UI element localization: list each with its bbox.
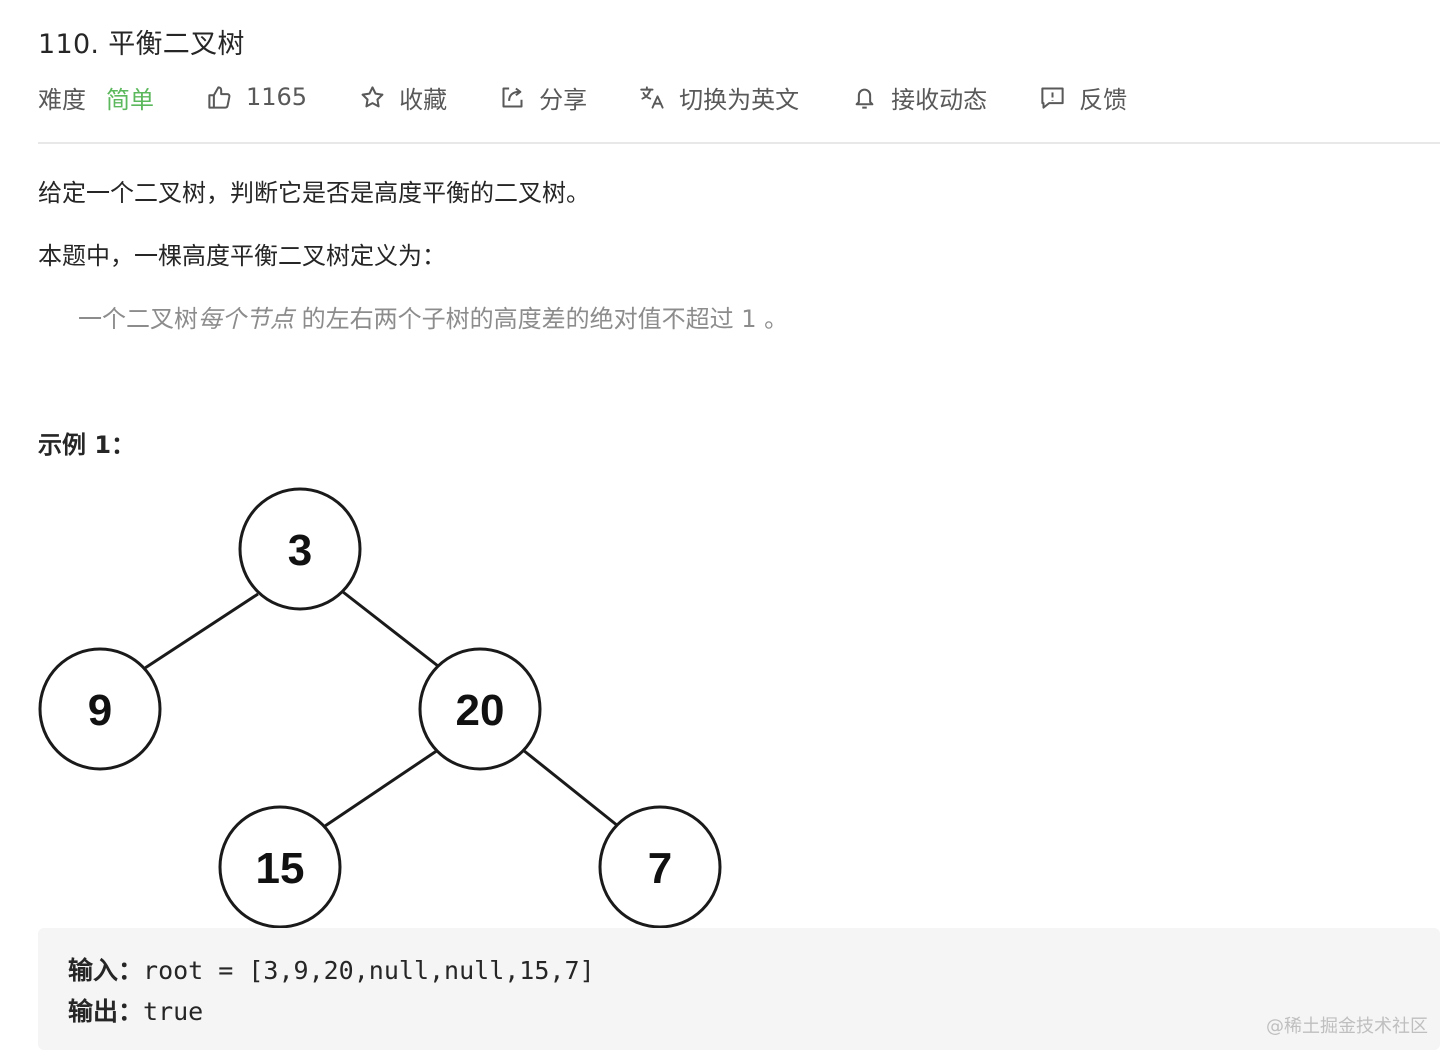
tree-node-label: 15 [256,844,305,893]
tree-node-15 [218,805,342,929]
feedback-label: 反馈 [1079,85,1128,114]
input-value: root = [3,9,20,null,null,15,7] [143,956,595,985]
quote-prefix: 一个二叉树 [78,305,198,333]
share-label: 分享 [539,85,588,114]
like-button[interactable]: 1165 [206,83,307,111]
bell-icon [855,88,874,109]
tree-node-label: 7 [648,844,672,893]
thumbs-up-icon [208,85,231,109]
favorite-button[interactable]: 收藏 [359,80,447,115]
feedback-button[interactable]: 反馈 [1039,80,1127,115]
tree-node-20 [418,647,542,771]
input-label: 输入： [68,956,144,985]
description-paragraph-2: 本题中，一棵高度平衡二叉树定义为： [38,242,446,270]
output-label: 输出： [68,997,144,1026]
tree-node-label: 3 [288,526,312,575]
share-icon [502,86,523,108]
edge-3-20 [342,590,439,668]
difficulty-label: 难度 [38,85,86,114]
meta-bar: 难度 简单 1165 收藏 分享 [38,78,1179,116]
tree-node-label: 9 [88,686,112,735]
tree-node-7 [598,805,722,929]
example-input-line: 输入：root = [3,9,20,null,null,15,7] [68,950,1410,991]
tree-node-9 [38,647,162,771]
favorite-label: 收藏 [399,85,448,114]
example-heading: 示例 1： [38,431,136,459]
difficulty-badge: 简单 [106,85,154,114]
problem-title: 110. 平衡二叉树 [38,29,245,60]
star-icon [361,85,384,107]
quote-emphasis: 每个节点 [198,305,294,333]
switch-language-label: 切换为英文 [679,85,800,114]
subscribe-label: 接收动态 [891,85,988,114]
edge-20-7 [522,748,619,828]
example-code-block: 输入：root = [3,9,20,null,null,15,7] 输出：tru… [38,928,1440,1050]
tree-node-3 [238,487,362,611]
subscribe-button[interactable]: 接收动态 [851,80,987,115]
tree-node-label: 20 [456,686,505,735]
header-divider [38,142,1440,144]
switch-language-button[interactable]: 切换为英文 [639,80,799,115]
description-paragraph-1: 给定一个二叉树，判断它是否是高度平衡的二叉树。 [38,179,590,207]
translate-icon [640,85,664,109]
quote-suffix: 的左右两个子树的高度差的绝对值不超过 1 。 [294,305,789,333]
example-output-line: 输出：true [68,991,1410,1032]
watermark: @稀土掘金技术社区 [1266,1016,1428,1037]
binary-tree-diagram: 3 9 20 15 7 [38,487,722,929]
edge-20-15 [324,748,439,828]
feedback-icon [1041,86,1064,109]
like-count: 1165 [246,83,308,111]
output-value: true [143,997,204,1026]
share-button[interactable]: 分享 [499,80,587,115]
edge-3-9 [144,592,259,670]
definition-quote: 一个二叉树每个节点 的左右两个子树的高度差的绝对值不超过 1 。 [78,299,788,334]
